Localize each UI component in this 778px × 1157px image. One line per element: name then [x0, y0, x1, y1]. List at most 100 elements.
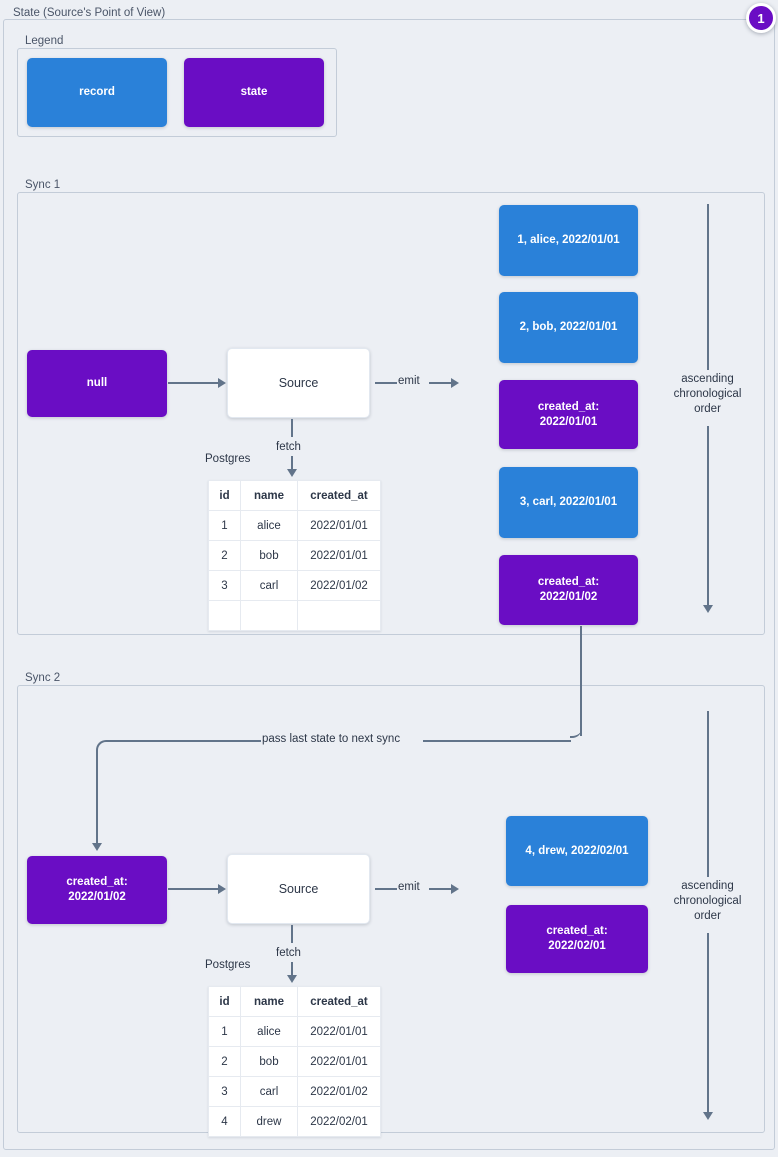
- sync1-td-created-1: 2022/01/01: [297, 540, 381, 571]
- outer-group-label: State (Source's Point of View): [9, 7, 170, 19]
- pass-state-elbow-right: [570, 726, 582, 738]
- sync2-fetch-line-2: [291, 962, 293, 976]
- table-row: [208, 600, 381, 631]
- sync1-order-axis-lower: [707, 426, 709, 606]
- sync2-input-state-line1: created_at:: [66, 876, 128, 888]
- sync2-order-axis-upper: [707, 711, 709, 877]
- sync2-emitted-record-1-label: 4, drew, 2022/02/01: [525, 844, 629, 857]
- sync2-emit-line-left: [375, 888, 397, 890]
- sync1-emitted-record-2: 2, bob, 2022/01/01: [499, 292, 638, 363]
- table-row: 2 bob 2022/01/01: [208, 1046, 381, 1077]
- legend-group: [17, 48, 337, 137]
- table-row: 1 alice 2022/01/01: [208, 1016, 381, 1047]
- sync1-emitted-state-1: created_at: 2022/01/01: [499, 380, 638, 449]
- sync1-th-created-at: created_at: [297, 480, 381, 511]
- sync1-th-name: name: [240, 480, 298, 511]
- sync1-fetch-label: fetch: [276, 441, 301, 453]
- sync2-group: [17, 685, 765, 1133]
- sync2-td-created-1: 2022/01/01: [297, 1046, 381, 1077]
- sync1-td-name-0: alice: [240, 510, 298, 541]
- sync1-emitted-record-1-label: 1, alice, 2022/01/01: [517, 234, 620, 246]
- sync2-th-name: name: [240, 986, 298, 1017]
- sync2-order-axis-lower: [707, 933, 709, 1113]
- sync2-emitted-state-1: created_at: 2022/02/01: [506, 905, 648, 973]
- sync2-input-state: created_at: 2022/01/02: [27, 856, 167, 924]
- sync1-emitted-state-1-line2: 2022/01/01: [539, 415, 598, 428]
- sync1-td-id-2: 3: [208, 570, 241, 601]
- sync1-input-state-label: null: [86, 377, 108, 389]
- sync1-fetch-line-2: [291, 456, 293, 470]
- sync1-order-label: ascending chronological order: [673, 373, 742, 415]
- table-row: 3 carl 2022/01/02: [208, 1076, 381, 1107]
- sync2-emit-line-right: [429, 888, 451, 890]
- sync2-td-name-0: alice: [240, 1016, 298, 1047]
- sync1-state-to-source-line: [168, 382, 218, 384]
- sync2-fetch-line: [291, 925, 293, 943]
- sync2-state-to-source-line: [168, 888, 218, 890]
- sync2-input-state-line2: 2022/01/02: [68, 891, 126, 903]
- sync1-emit-line-right: [429, 382, 451, 384]
- sync2-emitted-state-1-line2: 2022/02/01: [548, 940, 606, 952]
- sync1-emitted-state-2-line2: 2022/01/02: [539, 591, 598, 603]
- sync2-td-created-0: 2022/01/01: [297, 1016, 381, 1047]
- sync2-td-id-1: 2: [208, 1046, 241, 1077]
- sync1-emitted-record-3-label: 3, carl, 2022/01/01: [519, 496, 618, 508]
- table-row: 2 bob 2022/01/01: [208, 540, 381, 571]
- step-badge: 1: [746, 3, 776, 33]
- sync2-order-label: ascending chronological order: [673, 880, 742, 922]
- sync2-emit-label: emit: [398, 881, 420, 893]
- sync2-td-created-3: 2022/02/01: [297, 1106, 381, 1137]
- sync2-label: Sync 2: [21, 672, 65, 684]
- sync1-emit-label: emit: [398, 375, 420, 387]
- outer-group-state: [3, 19, 775, 1150]
- sync2-fetch-arrowhead: [287, 975, 297, 983]
- sync1-label: Sync 1: [21, 179, 65, 191]
- sync1-th-id: id: [208, 480, 241, 511]
- table-row: 1 alice 2022/01/01: [208, 510, 381, 541]
- sync1-td-id-0: 1: [208, 510, 241, 541]
- sync1-td-created-0: 2022/01/01: [297, 510, 381, 541]
- sync1-state-to-source-arrowhead: [218, 378, 226, 388]
- sync1-td-id-1: 2: [208, 540, 241, 571]
- sync2-th-id: id: [208, 986, 241, 1017]
- sync2-td-name-3: drew: [240, 1106, 298, 1137]
- pass-state-line-right: [423, 740, 571, 742]
- sync1-td-name-1: bob: [240, 540, 298, 571]
- sync2-fetch-label: fetch: [276, 947, 301, 959]
- sync1-emitted-record-3: 3, carl, 2022/01/01: [499, 467, 638, 538]
- sync1-table-header-row: id name created_at: [208, 480, 381, 511]
- sync1-emitted-record-2-label: 2, bob, 2022/01/01: [519, 321, 618, 333]
- sync1-td-created-3: [297, 600, 381, 631]
- sync2-td-created-2: 2022/01/02: [297, 1076, 381, 1107]
- pass-state-vertical-from-sync1: [580, 626, 582, 736]
- sync1-td-name-3: [240, 600, 298, 631]
- sync2-table-header-row: id name created_at: [208, 986, 381, 1017]
- sync1-order-axis-arrowhead: [703, 605, 713, 613]
- sync2-source-label: Source: [278, 881, 319, 896]
- table-row: 3 carl 2022/01/02: [208, 570, 381, 601]
- sync1-input-state: null: [27, 350, 167, 417]
- sync1-emit-line-left: [375, 382, 397, 384]
- sync2-td-id-2: 3: [208, 1076, 241, 1107]
- sync1-emitted-state-2: created_at: 2022/01/02: [499, 555, 638, 625]
- sync1-emitted-state-2-line1: created_at:: [537, 576, 600, 588]
- pass-state-arrowhead: [92, 843, 102, 851]
- sync1-fetch-line: [291, 419, 293, 437]
- sync1-emit-arrowhead: [451, 378, 459, 388]
- pass-state-label: pass last state to next sync: [262, 733, 401, 745]
- sync2-db-label: Postgres: [205, 959, 251, 971]
- sync1-source-node: Source: [227, 348, 370, 418]
- sync2-td-name-2: carl: [240, 1076, 298, 1107]
- sync1-td-id-3: [208, 600, 241, 631]
- legend-swatch-state: state: [184, 58, 324, 127]
- sync1-fetch-arrowhead: [287, 469, 297, 477]
- sync1-td-name-2: carl: [240, 570, 298, 601]
- sync2-td-id-3: 4: [208, 1106, 241, 1137]
- sync2-state-to-source-arrowhead: [218, 884, 226, 894]
- pass-state-vertical-to-sync2: [96, 752, 98, 844]
- legend-label: Legend: [21, 35, 68, 47]
- sync1-order-axis-upper: [707, 204, 709, 370]
- sync2-emit-arrowhead: [451, 884, 459, 894]
- pass-state-line-left: [109, 740, 261, 742]
